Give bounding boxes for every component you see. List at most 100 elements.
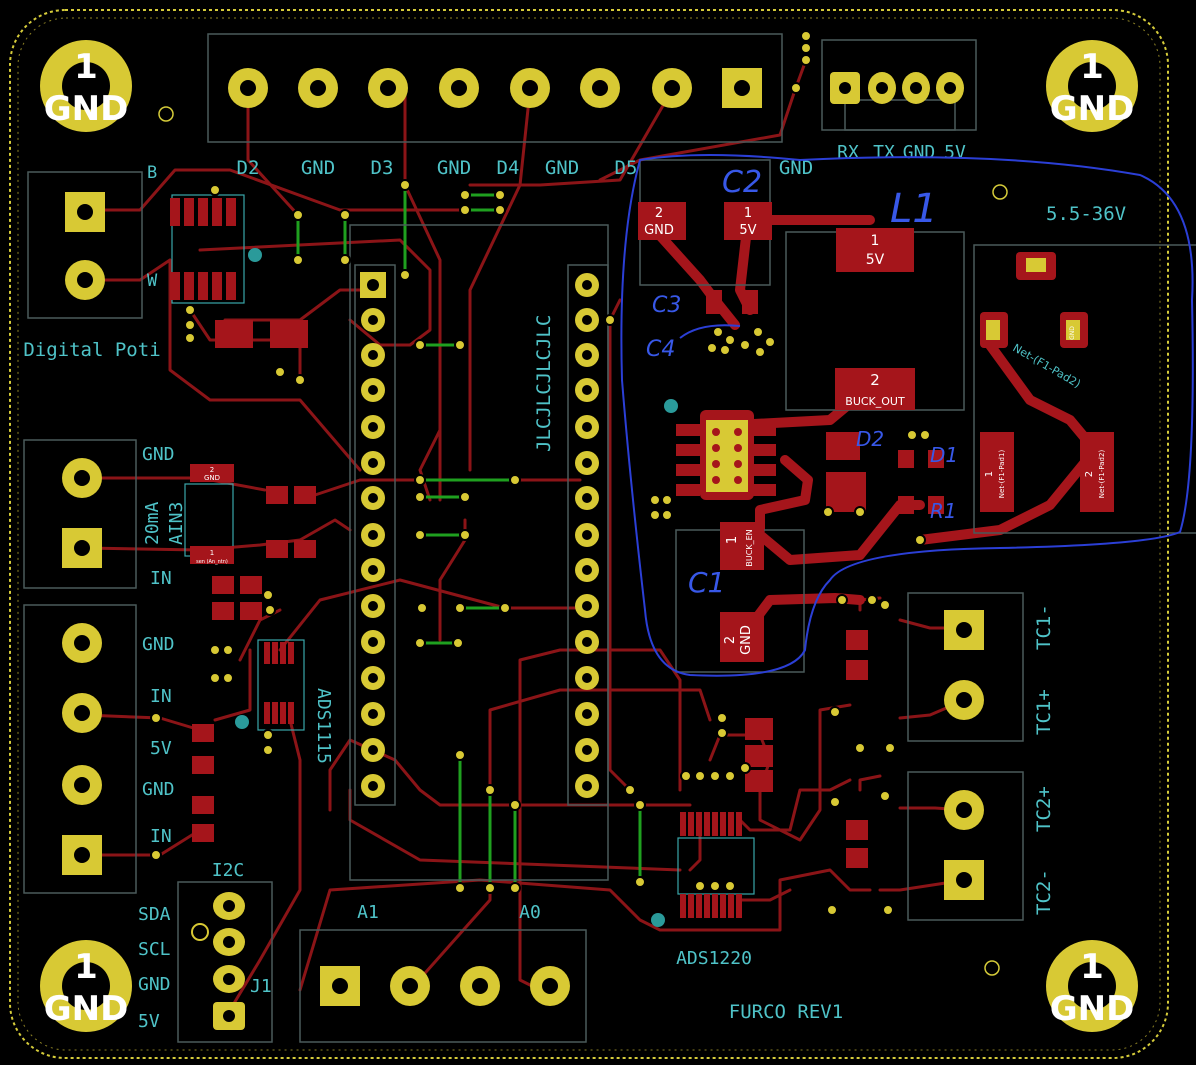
smd-pads — [170, 198, 944, 918]
digital-poti-title: Digital Poti — [23, 339, 160, 361]
svg-text:IN: IN — [150, 686, 172, 707]
annotation-l1: L1 — [890, 186, 938, 232]
svg-text:TC1-: TC1- — [1033, 604, 1055, 650]
svg-text:1: 1 — [984, 471, 995, 477]
i2c-ref: J1 — [250, 976, 272, 997]
svg-text:TX: TX — [873, 142, 895, 163]
mounting-hole-tr: 1 GND — [1046, 40, 1138, 132]
label-gnd: GND — [437, 157, 471, 179]
svg-text:GND: GND — [204, 474, 220, 482]
svg-text:Net-(F1-Pad2): Net-(F1-Pad2) — [1098, 450, 1106, 499]
svg-text:1: 1 — [725, 536, 740, 544]
svg-text:GND: GND — [138, 974, 171, 995]
label-gnd: GND — [301, 157, 335, 179]
svg-text:Net-(F1-Pad1): Net-(F1-Pad1) — [998, 450, 1006, 499]
fiducials — [235, 248, 678, 927]
mounting-hole-br: 1 GND — [1046, 940, 1138, 1032]
annotation-c4: C4 — [646, 337, 675, 362]
svg-text:5V: 5V — [138, 1011, 160, 1032]
svg-text:GND: GND — [644, 223, 674, 238]
svg-text:sen (An_ntn): sen (An_ntn) — [196, 559, 228, 565]
silkscreen-outlines — [23, 33, 1196, 1043]
pad-c2-1: 1 5V — [724, 202, 772, 240]
svg-text:GND: GND — [1050, 89, 1135, 129]
svg-text:RX: RX — [837, 142, 859, 163]
label-w: W — [147, 271, 158, 291]
annotation-r1: R1 — [930, 499, 957, 523]
svg-text:1: 1 — [871, 233, 880, 249]
bottom-connector-pads — [320, 966, 570, 1006]
ain3-subtitle: 20mA — [142, 501, 163, 545]
svg-text:SDA: SDA — [138, 904, 171, 925]
svg-text:1: 1 — [1080, 47, 1104, 87]
tc-labels: TC1- TC1+ TC2+ TC2- — [1033, 604, 1055, 915]
mounting-hole-tl: 1 GND — [40, 40, 132, 132]
svg-text:5V: 5V — [739, 223, 756, 238]
module-label: JLCJLCJLCJLC — [533, 315, 555, 452]
pad-c2-2: 2 GND — [638, 202, 686, 240]
ain3-title: AIN3 — [166, 502, 187, 545]
board-title: FURCO REV1 — [729, 1001, 843, 1023]
label-a1: A1 — [357, 902, 379, 923]
board-inner-edge — [17, 17, 1161, 1051]
pad-l1-1: 1 5V — [836, 228, 914, 272]
label-gnd: GND — [779, 157, 813, 179]
serial-labels: RX TX GND 5V — [837, 142, 966, 163]
svg-text:IN: IN — [150, 826, 172, 847]
vias — [150, 30, 931, 916]
ain3-gnd-label: GND — [142, 444, 175, 465]
top-header-pads — [228, 68, 762, 108]
annotation-arrow-c4 — [679, 324, 741, 339]
annotation-outline — [620, 154, 1194, 677]
svg-text:GND: GND — [142, 634, 175, 655]
svg-text:TC2+: TC2+ — [1033, 786, 1055, 832]
serial-pads — [830, 72, 964, 104]
svg-text:TC2-: TC2- — [1033, 869, 1055, 915]
ain3-in-label: IN — [150, 568, 172, 589]
svg-text:1: 1 — [74, 47, 98, 87]
svg-text:GND: GND — [142, 779, 175, 800]
tc-pads — [944, 610, 984, 900]
pad-l1-2: 2 BUCK_OUT — [835, 368, 915, 410]
annotation-c1: C1 — [688, 566, 725, 599]
svg-text:GND: GND — [739, 625, 754, 655]
i2c-title: I2C — [212, 860, 245, 881]
svg-text:SCL: SCL — [138, 939, 171, 960]
svg-text:GND: GND — [44, 989, 129, 1029]
svg-text:1: 1 — [1080, 947, 1104, 987]
ain3-pads — [62, 458, 102, 568]
pad-ain3-top: 2 GND — [204, 466, 220, 482]
svg-text:1: 1 — [744, 206, 752, 221]
pad-c1-2: 2 GND — [720, 612, 764, 662]
left-lower-labels: GND IN 5V GND IN — [142, 634, 175, 847]
board-edge — [9, 9, 1169, 1059]
buck-ic-thermal-pad — [700, 410, 754, 500]
pad-ain3-bot: 1 sen (An_ntn) — [196, 549, 228, 565]
power-input-label: 5.5-36V — [1046, 203, 1126, 225]
top-header-labels: D2 GND D3 GND D4 GND D5 GND — [237, 157, 814, 179]
label-b: B — [147, 163, 157, 183]
label-d2: D2 — [237, 157, 260, 179]
i2c-pads — [191, 892, 245, 1030]
pad-f1-2: 2 Net-(F1-Pad2) — [1080, 432, 1114, 512]
label-a0: A0 — [519, 902, 541, 923]
annotation-d2: D2 — [856, 427, 884, 451]
ads1220-label: ADS1220 — [676, 948, 752, 969]
svg-text:2: 2 — [870, 371, 880, 389]
svg-text:1: 1 — [210, 549, 214, 557]
label-gnd: GND — [545, 157, 579, 179]
svg-text:2: 2 — [655, 206, 663, 221]
power-input-pads: GND — [980, 252, 1088, 348]
svg-text:GND: GND — [1050, 989, 1135, 1029]
label-d4: D4 — [497, 157, 520, 179]
left-lower-pads — [62, 623, 102, 875]
ads1115-label: ADS1115 — [313, 688, 334, 764]
mcu-right-pins — [575, 273, 599, 798]
svg-text:BUCK_EN: BUCK_EN — [745, 529, 754, 566]
svg-text:5V: 5V — [866, 252, 885, 268]
annotation-d1: D1 — [930, 443, 958, 467]
svg-text:5V: 5V — [150, 738, 172, 759]
svg-text:BUCK_OUT: BUCK_OUT — [845, 395, 905, 408]
digital-poti-pads — [65, 192, 105, 300]
svg-text:2: 2 — [1084, 471, 1095, 477]
